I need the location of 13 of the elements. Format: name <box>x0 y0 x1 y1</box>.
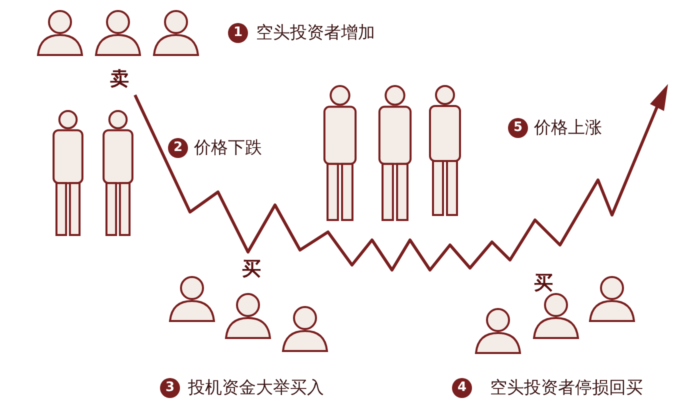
callout-number: 1 <box>228 23 248 43</box>
step-label: 空头投资者停损回买 <box>490 377 643 399</box>
step-label: 价格上涨 <box>534 117 602 139</box>
callout-number: 3 <box>160 378 180 398</box>
step-label: 空头投资者增加 <box>256 22 375 44</box>
callout-number: 2 <box>168 138 188 158</box>
sell-label: 卖 <box>110 68 129 90</box>
callout-number: 4 <box>452 378 472 398</box>
step-label: 投机资金大举买入 <box>188 377 324 399</box>
buy-label: 买 <box>242 258 261 280</box>
buy-label: 买 <box>534 272 553 294</box>
step-label: 价格下跌 <box>194 137 262 159</box>
callout-number: 5 <box>508 118 528 138</box>
